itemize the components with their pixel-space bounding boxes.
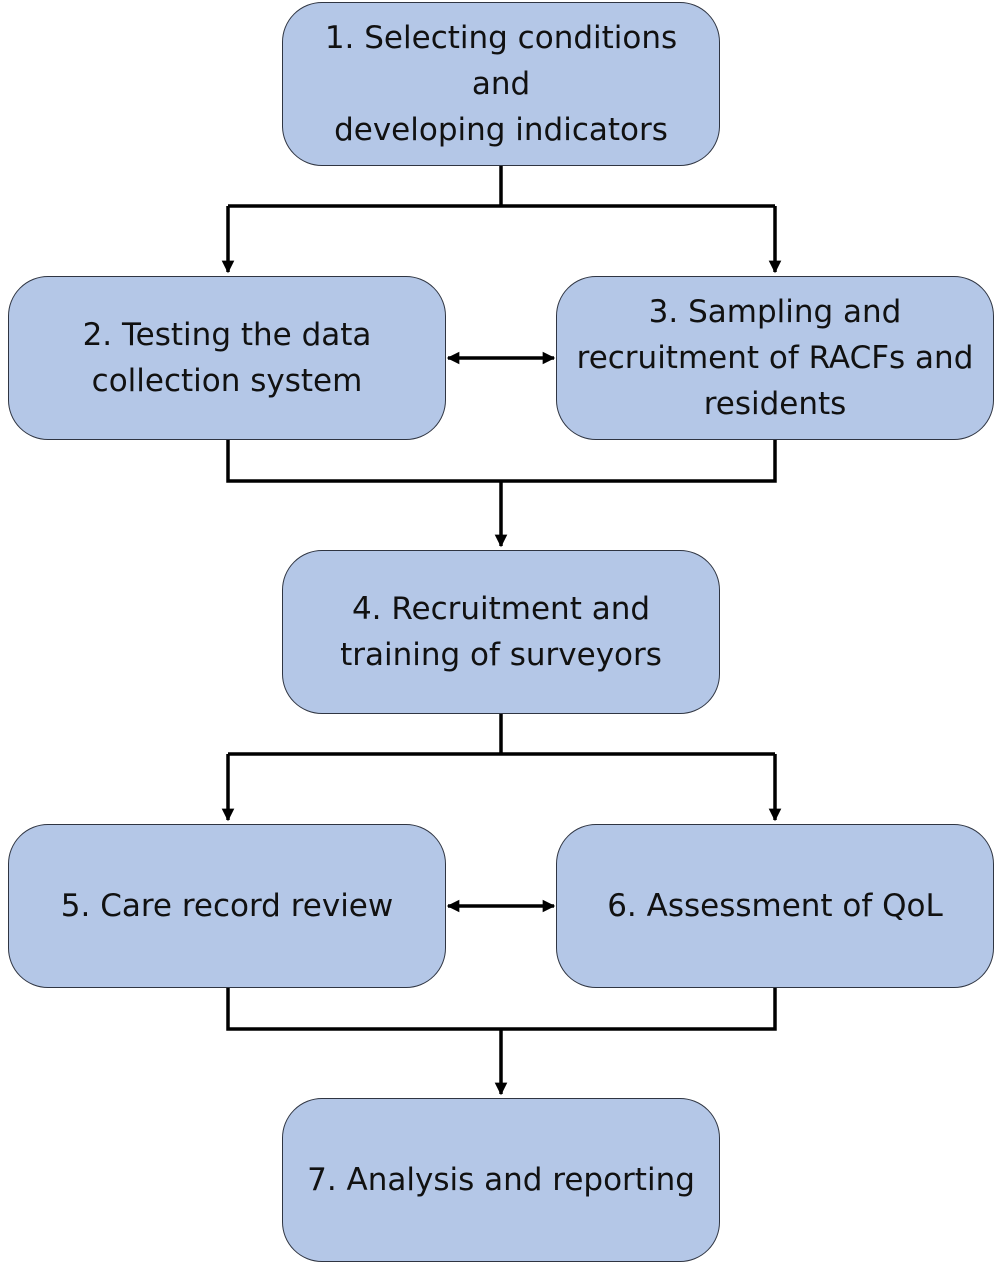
step-1-label-line: developing indicators xyxy=(334,112,668,148)
step-5-box: 5. Care record review xyxy=(8,824,446,988)
step-7-label: 7. Analysis and reporting xyxy=(307,1157,695,1203)
step-3-label-line: residents xyxy=(703,386,847,422)
step-3-box: 3. Sampling and recruitment of RACFs and… xyxy=(556,276,994,440)
step-3-label-line: 3. Sampling and xyxy=(648,294,902,330)
step-6-label: 6. Assessment of QoL xyxy=(607,883,943,929)
step-4-label: 4. Recruitment and training of surveyors xyxy=(340,586,662,678)
step-5-label: 5. Care record review xyxy=(61,883,393,929)
step-2-label-line: 2. Testing the data xyxy=(82,317,372,353)
step-5-label-line: 5. Care record review xyxy=(60,888,394,924)
connector-1-split xyxy=(228,166,775,208)
step-1-box: 1. Selecting conditions and developing i… xyxy=(282,2,720,166)
connector-2-3-merge xyxy=(226,440,777,483)
step-4-box: 4. Recruitment and training of surveyors xyxy=(282,550,720,714)
step-1-label-line: 1. Selecting conditions and xyxy=(324,20,678,102)
step-7-label-line: 7. Analysis and reporting xyxy=(307,1162,695,1198)
step-4-label-line: training of surveyors xyxy=(340,637,662,673)
step-4-label-line: 4. Recruitment and xyxy=(351,591,651,627)
connector-5-6-merge xyxy=(226,988,777,1031)
step-3-label: 3. Sampling and recruitment of RACFs and… xyxy=(577,289,974,427)
step-6-box: 6. Assessment of QoL xyxy=(556,824,994,988)
step-3-label-line: recruitment of RACFs and xyxy=(576,340,974,376)
step-2-box: 2. Testing the data collection system xyxy=(8,276,446,440)
step-2-label: 2. Testing the data collection system xyxy=(83,312,372,404)
connector-4-split xyxy=(228,714,775,756)
step-2-label-line: collection system xyxy=(91,363,363,399)
step-6-label-line: 6. Assessment of QoL xyxy=(607,888,943,924)
step-1-label: 1. Selecting conditions and developing i… xyxy=(293,15,709,153)
step-7-box: 7. Analysis and reporting xyxy=(282,1098,720,1262)
